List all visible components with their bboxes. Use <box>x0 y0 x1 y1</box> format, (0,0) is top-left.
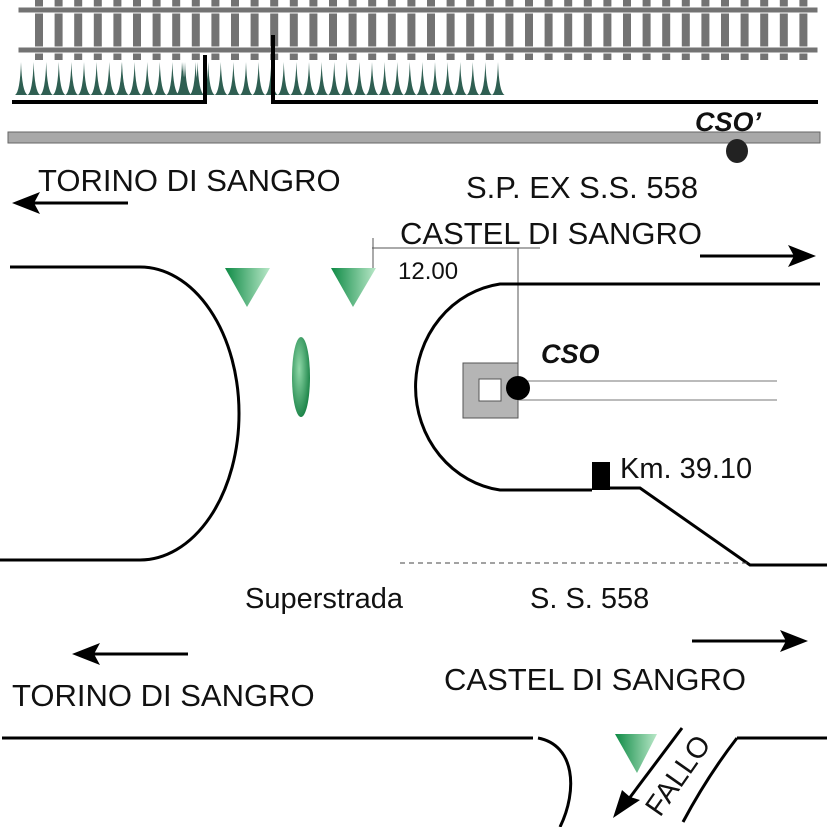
dimension-label: 12.00 <box>398 258 458 285</box>
cso-outfall-pipe <box>518 380 777 401</box>
cso-label: CSO <box>541 339 600 369</box>
fallo-arrow <box>626 727 684 801</box>
rail-sleeper <box>231 0 239 60</box>
cso-chamber-inner <box>478 378 502 402</box>
rail-sleeper <box>740 0 749 60</box>
rail-sleeper <box>603 0 612 60</box>
marker-ellipse <box>292 337 310 417</box>
railway-embankment-vegetation <box>15 62 505 95</box>
rail-sleeper <box>113 0 122 60</box>
arrow-head <box>780 630 808 652</box>
rail-top <box>17 6 819 14</box>
rail-sleeper <box>701 0 710 60</box>
km-marker-post <box>592 462 610 490</box>
rail-sleeper <box>172 0 181 60</box>
grass-strip <box>116 62 205 95</box>
rail-sleeper <box>779 0 788 60</box>
lower-road-curve <box>537 736 573 827</box>
rail-fence-left <box>12 55 207 104</box>
rail-sleeper <box>642 0 651 60</box>
arrow-head <box>613 790 640 818</box>
grass-strip <box>15 62 129 95</box>
roundabout-left-edge <box>0 265 241 562</box>
rail-sleeper <box>446 0 455 60</box>
rail-sleeper <box>152 0 161 60</box>
rail-sleeper <box>191 0 200 60</box>
ramp-edge <box>592 486 827 567</box>
km-marker-label: Km. 39.10 <box>620 453 752 485</box>
bottom-left-direction: TORINO DI SANGRO <box>12 678 315 713</box>
rail-sleeper <box>623 0 631 60</box>
arrow-head <box>788 245 816 267</box>
cso-prime-point <box>726 139 748 163</box>
top-right-direction: CASTEL DI SANGRO <box>400 216 702 251</box>
lower-road-edge-right <box>681 736 827 823</box>
rail-sleeper <box>329 0 337 60</box>
top-road-name: S.P. EX S.S. 558 <box>466 170 698 205</box>
rail-sleeper <box>583 0 592 60</box>
rail-sleeper <box>270 0 279 60</box>
marker-triangle <box>331 268 376 307</box>
rail-sleeper <box>35 0 43 60</box>
ss-label: S. S. 558 <box>530 583 649 615</box>
rail-fence-right <box>271 35 818 104</box>
rail-sleeper <box>544 0 553 60</box>
rail-sleeper <box>681 0 690 60</box>
rail-sleeper <box>133 0 141 60</box>
rail-sleeper <box>525 0 533 60</box>
superstrada-label: Superstrada <box>245 583 404 615</box>
rail-sleeper <box>368 0 377 60</box>
cso-prime-label: CSO’ <box>695 107 762 137</box>
dimension-line <box>372 238 540 370</box>
rail-sleeper <box>564 0 573 60</box>
rail-sleeper <box>407 0 416 60</box>
rail-sleeper <box>309 0 318 60</box>
rail-sleeper <box>387 0 396 60</box>
railway-track <box>17 0 819 60</box>
marker-triangle <box>615 734 657 773</box>
rail-sleeper <box>662 0 671 60</box>
rail-sleeper <box>211 0 220 60</box>
bottom-right-direction: CASTEL DI SANGRO <box>444 662 746 697</box>
rail-sleeper <box>93 0 102 60</box>
rail-sleeper <box>74 0 83 60</box>
rail-sleeper <box>799 0 808 60</box>
rail-sleeper <box>721 0 729 60</box>
rail-sleeper <box>289 0 298 60</box>
rail-sleeper <box>427 0 435 60</box>
rail-sleeper <box>505 0 514 60</box>
rail-sleeper <box>54 0 63 60</box>
rail-bottom <box>17 46 819 54</box>
cso-point <box>506 376 530 400</box>
rail-sleeper <box>466 0 475 60</box>
arrow-head <box>12 192 40 214</box>
grass-strip <box>177 62 505 95</box>
arrow-head <box>72 643 100 665</box>
top-left-direction: TORINO DI SANGRO <box>38 163 341 198</box>
rail-sleeper <box>348 0 357 60</box>
roundabout-right-edge <box>414 282 820 492</box>
rail-sleeper <box>485 0 494 60</box>
rail-sleeper <box>250 0 259 60</box>
marker-triangle <box>225 268 270 307</box>
road-bar <box>7 131 821 144</box>
rail-sleeper <box>760 0 769 60</box>
